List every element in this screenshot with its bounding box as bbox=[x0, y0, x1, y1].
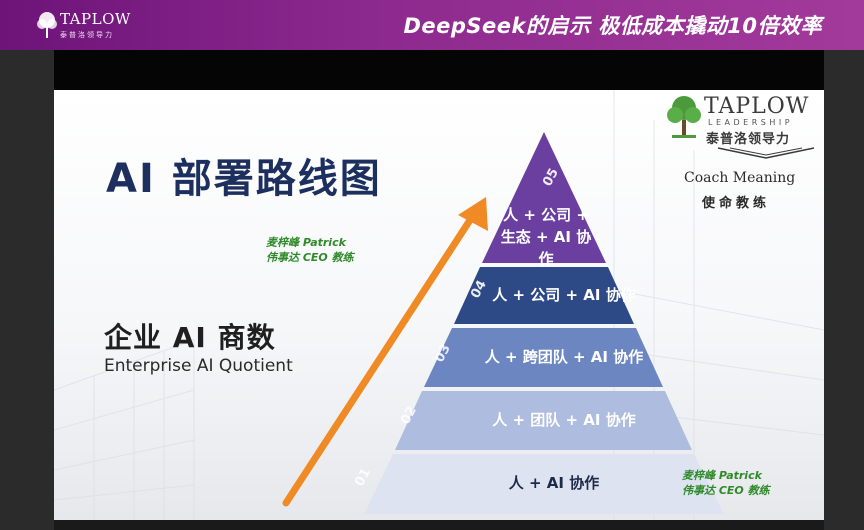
coach-meaning-cn: 使命教练 bbox=[702, 196, 771, 211]
bottom-letterbox bbox=[54, 520, 824, 530]
page-title: DeepSeek的启示 极低成本撬动10倍效率 bbox=[403, 14, 822, 38]
pyramid-label-1: 人 + AI 协作 bbox=[508, 474, 600, 492]
logo-cn: 泰普洛领导力 bbox=[706, 132, 791, 147]
logo-brand: TAPLOW bbox=[704, 94, 810, 119]
pyramid-label-5-line2: 生态 + AI 协作 bbox=[500, 228, 592, 268]
pyramid-label-2: 人 + 团队 + AI 协作 bbox=[492, 411, 636, 429]
header-logo-brand: TAPLOW bbox=[60, 10, 131, 28]
eaq-title-cn: 企业 AI 商数 bbox=[104, 321, 276, 354]
author-role-bottom: 伟事达 CEO 教练 bbox=[682, 484, 770, 497]
eaq-title-en: Enterprise AI Quotient bbox=[104, 356, 293, 376]
header-logo-cn: 泰普洛领导力 bbox=[60, 31, 114, 39]
author-credit-bottom: 麦梓峰 Patrick 伟事达 CEO 教练 bbox=[682, 468, 770, 498]
tree-icon bbox=[37, 12, 57, 38]
tree-logo-icon bbox=[667, 96, 701, 138]
slide: AI 部署路线图 麦梓峰 Patrick 伟事达 CEO 教练 企业 AI 商数… bbox=[54, 90, 824, 520]
pyramid-layer-4 bbox=[454, 267, 634, 324]
pyramid-chart bbox=[364, 132, 724, 514]
black-letterbox bbox=[54, 50, 824, 90]
header-logo: TAPLOW 泰普洛领导力 bbox=[36, 8, 136, 44]
pyramid-layer-1 bbox=[364, 454, 724, 514]
pyramid-label-4: 人 + 公司 + AI 协作 bbox=[492, 286, 636, 304]
pyramid-label-5-line1: 人 + 公司 + bbox=[503, 206, 589, 224]
taplow-logo: TAPLOW LEADERSHIP 泰普洛领导力 bbox=[666, 94, 821, 164]
pyramid-label-3: 人 + 跨团队 + AI 协作 bbox=[484, 348, 644, 366]
pyramid-layer-5 bbox=[482, 132, 606, 263]
pyramid-layer-3 bbox=[424, 328, 663, 387]
logo-sub: LEADERSHIP bbox=[708, 118, 794, 127]
chevron-down-icon bbox=[717, 147, 815, 159]
slide-title: AI 部署路线图 bbox=[106, 156, 382, 202]
coach-meaning-en: Coach Meaning bbox=[684, 170, 796, 186]
author-name-bottom: 麦梓峰 Patrick bbox=[682, 469, 762, 482]
growth-arrow-icon bbox=[282, 197, 488, 507]
author-name: 麦梓峰 Patrick bbox=[266, 236, 346, 249]
pyramid-label-5: 人 + 公司 + 生态 + AI 协作 bbox=[496, 204, 596, 270]
author-credit-top: 麦梓峰 Patrick 伟事达 CEO 教练 bbox=[266, 235, 354, 265]
header-bar: TAPLOW 泰普洛领导力 DeepSeek的启示 极低成本撬动10倍效率 bbox=[0, 0, 864, 50]
author-role: 伟事达 CEO 教练 bbox=[266, 251, 354, 264]
pyramid-layer-2 bbox=[395, 391, 692, 450]
